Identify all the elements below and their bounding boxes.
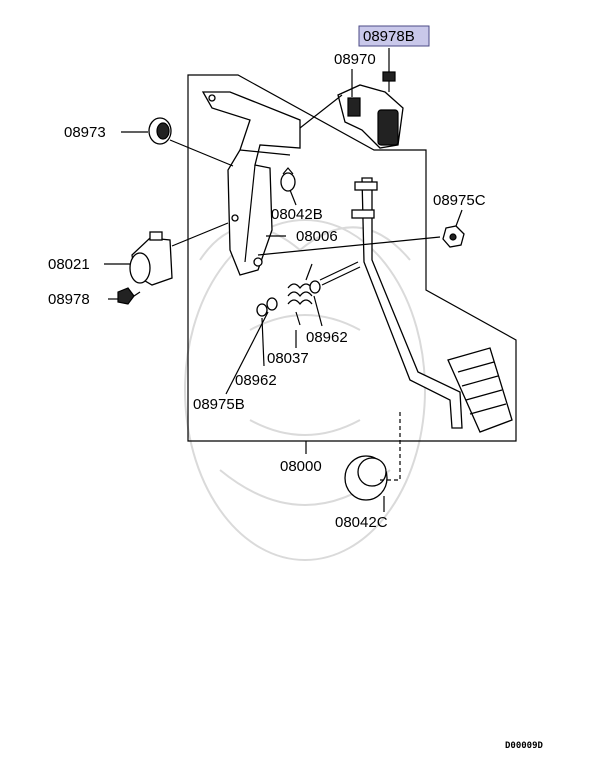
label-08962-left[interactable]: 08962: [235, 372, 277, 389]
label-08975b[interactable]: 08975B: [193, 396, 245, 413]
label-08973[interactable]: 08973: [64, 124, 106, 141]
pedal-lever: [351, 177, 463, 429]
leader-lines: [104, 48, 463, 512]
pivot-shaft: [319, 261, 361, 286]
bolt-08978b: [382, 71, 396, 92]
label-08000[interactable]: 08000: [280, 458, 322, 475]
bushing-08973: [148, 117, 172, 145]
label-08970[interactable]: 08970: [334, 51, 376, 68]
highlight-box-08978b: [358, 25, 430, 47]
pedal-pad: [447, 347, 513, 433]
watermark-emblem: [184, 219, 426, 561]
pedal-sensor: [337, 84, 404, 149]
washer-08962-left: [256, 303, 268, 317]
label-08975c[interactable]: 08975C: [433, 192, 486, 209]
stopper-08042b: [280, 167, 296, 192]
nut-08975c: [442, 225, 465, 248]
washer-08962-right: [309, 280, 321, 294]
label-08978b[interactable]: 08978B: [363, 28, 415, 45]
assembly-outline: [187, 74, 517, 442]
label-08037[interactable]: 08037: [267, 350, 309, 367]
label-08978[interactable]: 08978: [48, 291, 90, 308]
damper-08021: [129, 231, 173, 286]
diagram-code: D00009D: [505, 741, 544, 751]
pad-08042c: [344, 455, 388, 501]
label-08042c[interactable]: 08042C: [335, 514, 388, 531]
label-08962-right[interactable]: 08962: [306, 329, 348, 346]
label-08042b[interactable]: 08042B: [271, 206, 323, 223]
spring-08037: [287, 263, 313, 326]
bolt-08978: [117, 287, 141, 305]
label-08006[interactable]: 08006: [296, 228, 338, 245]
label-08021[interactable]: 08021: [48, 256, 90, 273]
nut-08975b: [266, 297, 278, 311]
pedal-bracket: [201, 91, 301, 276]
